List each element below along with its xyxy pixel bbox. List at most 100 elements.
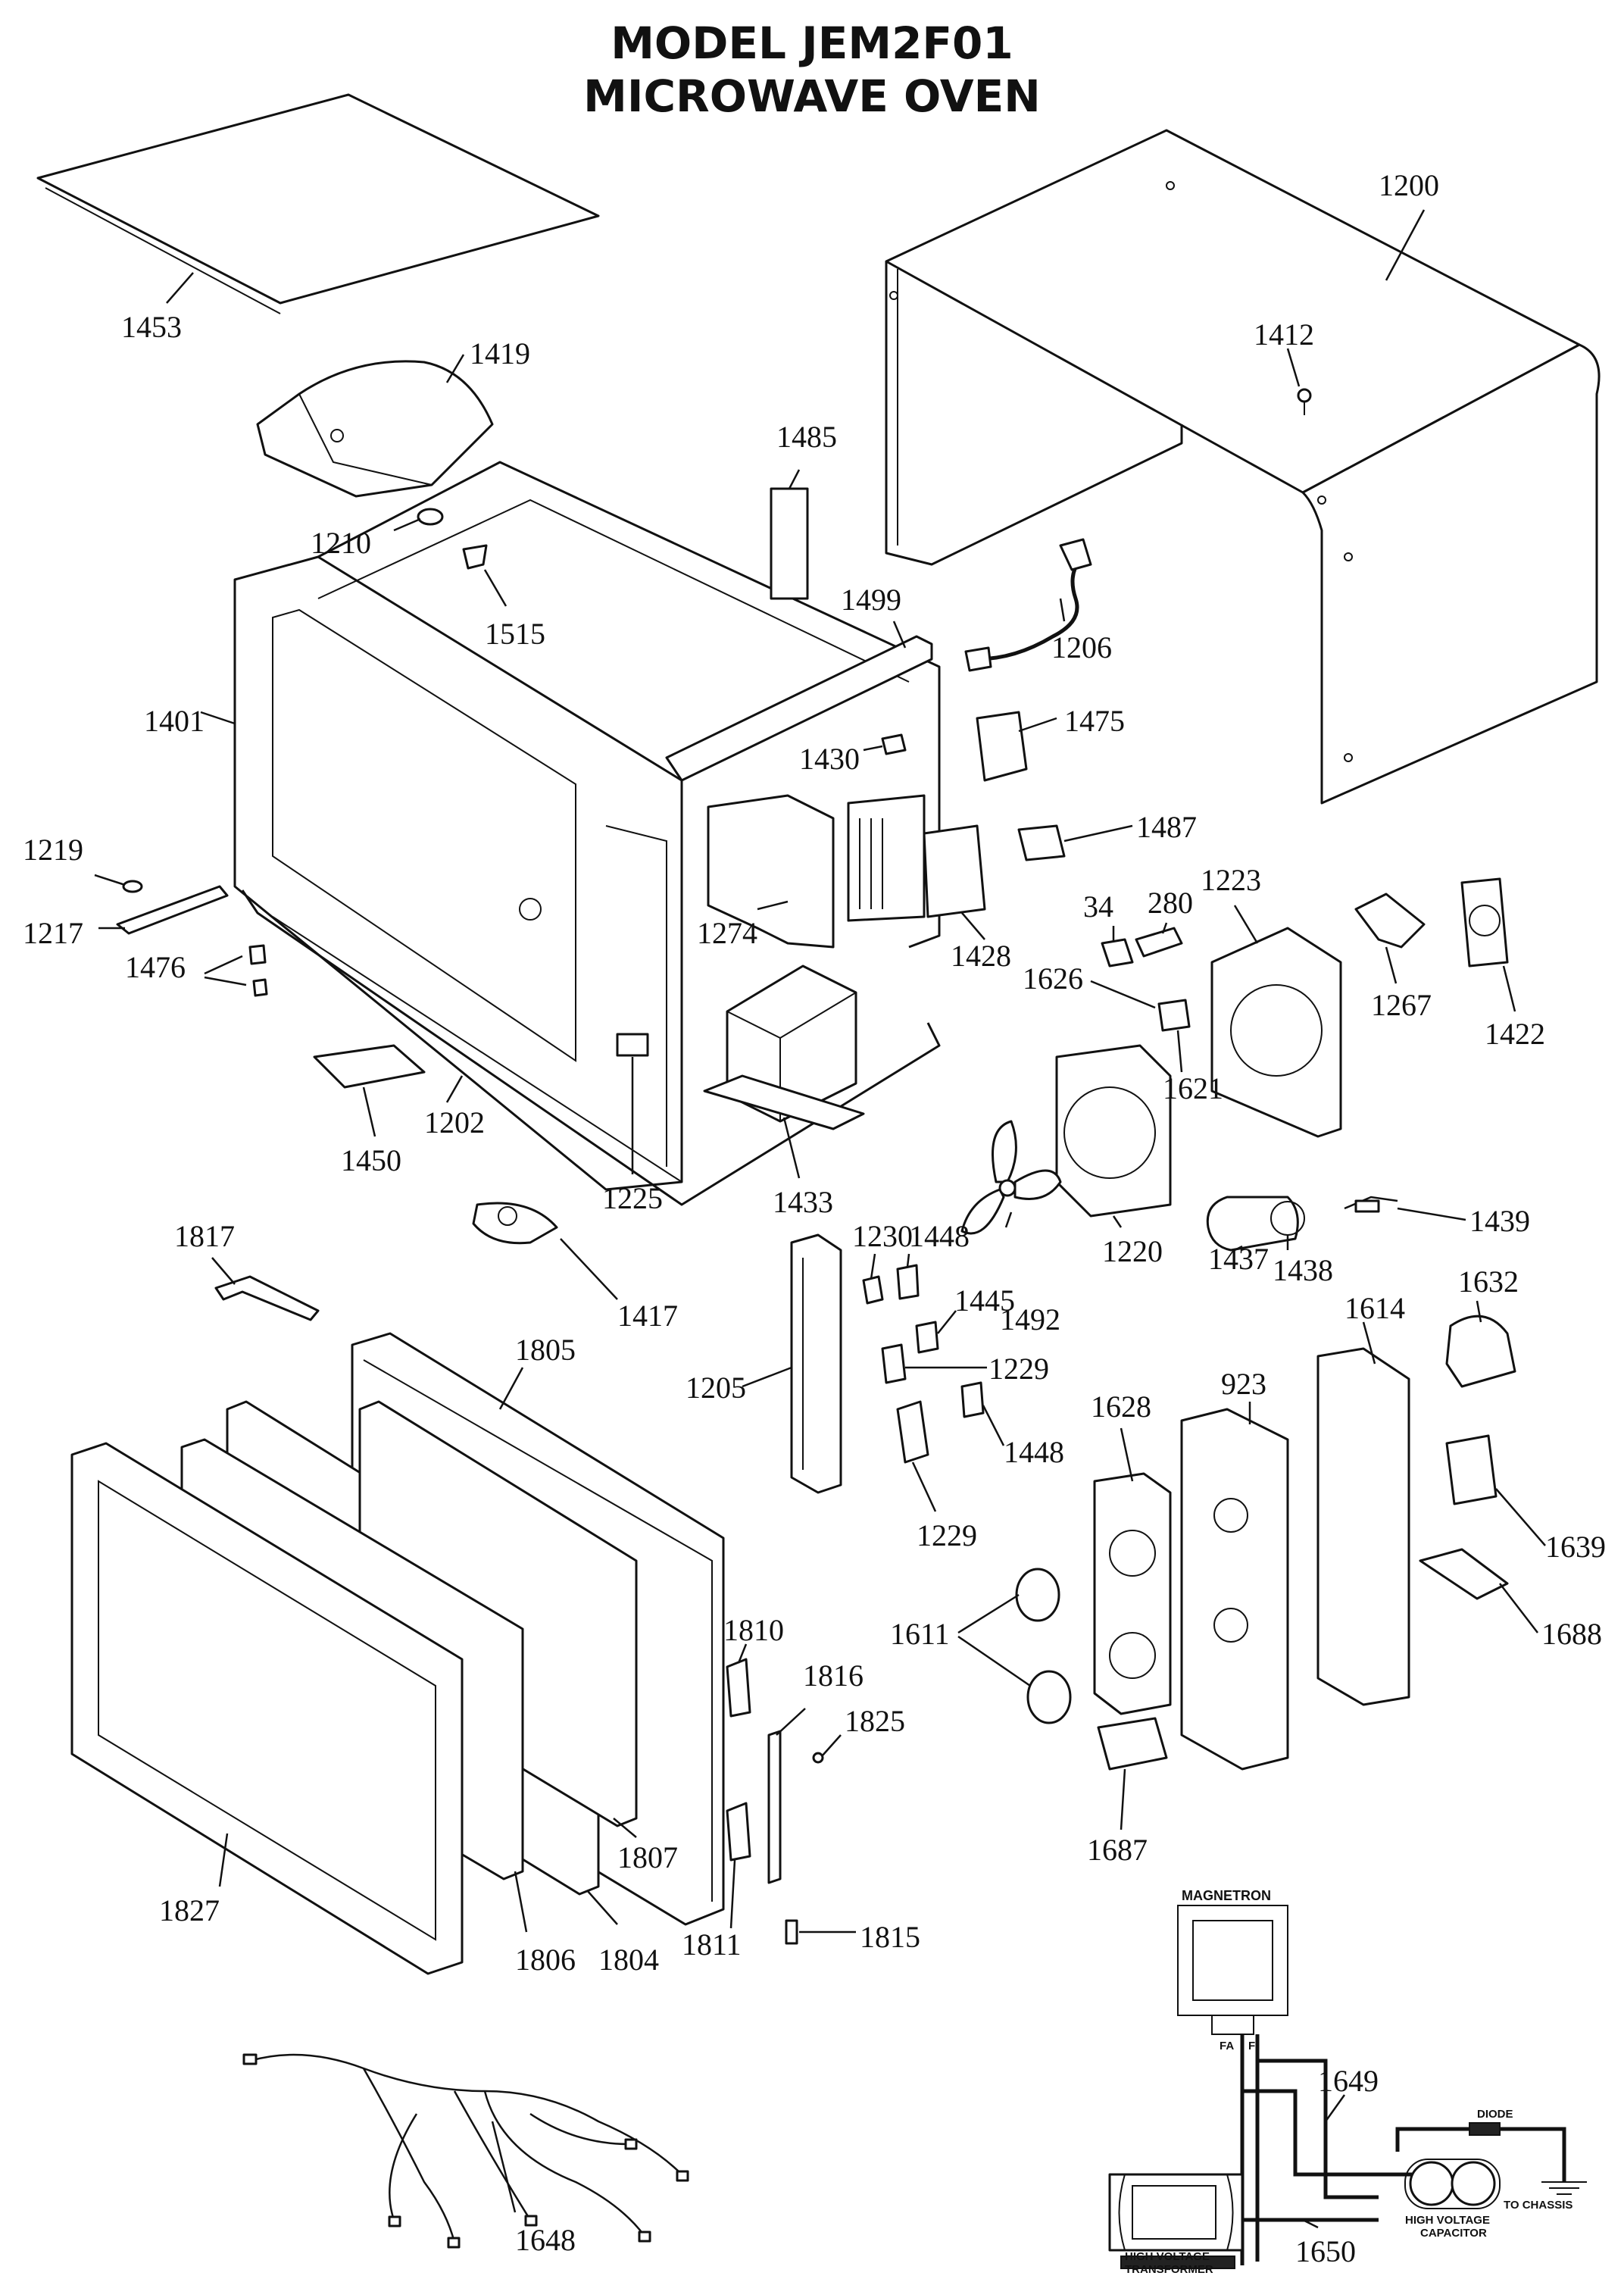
label-1805: 1805 [515, 1333, 576, 1367]
title-product: MICROWAVE OVEN [583, 70, 1041, 122]
label-1450: 1450 [341, 1143, 401, 1177]
label-1401: 1401 [144, 704, 205, 738]
label-1632: 1632 [1458, 1265, 1519, 1299]
timer-drawing [1445, 1315, 1516, 1388]
magnetron-label: MAGNETRON [1182, 1888, 1271, 1903]
control-bracket-drawing [1316, 1347, 1410, 1706]
diode-symbol [1469, 2122, 1501, 2136]
label-1223: 1223 [1201, 863, 1261, 897]
label-1614: 1614 [1344, 1291, 1405, 1325]
label-1200: 1200 [1379, 168, 1439, 202]
label-1475: 1475 [1064, 704, 1125, 738]
label-1445: 1445 [954, 1283, 1015, 1318]
door-latch-board-drawing [790, 1233, 842, 1494]
label-1430: 1430 [799, 742, 860, 776]
hv-capacitor-label-line2: CAPACITOR [1420, 2227, 1487, 2240]
label-1448-lower: 1448 [1004, 1435, 1064, 1469]
fan-blade-drawing [960, 1120, 1062, 1235]
label-1428: 1428 [951, 939, 1011, 973]
label-1219: 1219 [23, 833, 83, 867]
schematic-labels: MAGNETRON FA F DIODE TO CHASSIS HIGH VOL… [1125, 1888, 1572, 2276]
label-1487: 1487 [1136, 810, 1197, 844]
to-chassis-label: TO CHASSIS [1504, 2199, 1572, 2212]
label-1499: 1499 [841, 583, 901, 617]
knob-upper-drawing [1015, 1568, 1060, 1622]
label-1422: 1422 [1485, 1017, 1545, 1051]
door-assembly-drawing [70, 1332, 725, 1975]
label-1267: 1267 [1371, 988, 1432, 1022]
label-1229-lower: 1229 [917, 1518, 977, 1552]
control-panel-drawing [1180, 1408, 1289, 1771]
hv-capacitor-symbol [1409, 2161, 1454, 2206]
label-1433: 1433 [773, 1185, 833, 1219]
diode-label: DIODE [1477, 2108, 1513, 2121]
transformer-drawing [703, 964, 865, 1130]
magnetron-drawing [847, 794, 986, 922]
label-1419: 1419 [470, 336, 530, 370]
label-1628: 1628 [1091, 1390, 1151, 1424]
label-1217: 1217 [23, 916, 83, 950]
dial-plate-drawing [1093, 1472, 1172, 1715]
oven-cavity-drawing [233, 461, 941, 1206]
f-terminal-label: F [1248, 2040, 1255, 2052]
hv-capacitor-label-line1: HIGH VOLTAGE [1405, 2214, 1490, 2227]
hv-transformer-label-line2: TRANSFORMER [1125, 2263, 1213, 2276]
hv-transformer-label-line1: HIGH VOLTAGE [1125, 2250, 1210, 2263]
label-1816: 1816 [803, 1658, 864, 1693]
label-1648: 1648 [515, 2223, 576, 2257]
label-plate-drawing [770, 487, 809, 600]
label-1817: 1817 [174, 1219, 235, 1253]
fa-terminal-label: FA [1220, 2040, 1234, 2052]
label-1230: 1230 [852, 1219, 913, 1253]
fan-bracket-drawing [1210, 927, 1342, 1138]
label-1205: 1205 [686, 1371, 746, 1405]
label-1210: 1210 [311, 526, 371, 560]
label-1438: 1438 [1273, 1253, 1333, 1287]
label-1807: 1807 [617, 1840, 678, 1874]
label-1621: 1621 [1163, 1071, 1223, 1105]
high-voltage-schematic [1108, 1905, 1587, 2269]
label-1437: 1437 [1208, 1242, 1269, 1276]
label-1202: 1202 [424, 1105, 485, 1140]
label-1811: 1811 [682, 1927, 742, 1962]
title-model: MODEL JEM2F01 [611, 17, 1013, 69]
wire-harness-drawing [242, 2053, 689, 2249]
label-1611: 1611 [890, 1617, 950, 1651]
label-1439: 1439 [1469, 1204, 1530, 1238]
label-1220: 1220 [1102, 1234, 1163, 1268]
label-1639: 1639 [1545, 1530, 1606, 1564]
label-1626: 1626 [1023, 961, 1083, 996]
label-280: 280 [1148, 886, 1193, 920]
label-1485: 1485 [776, 420, 837, 454]
label-1806: 1806 [515, 1943, 576, 1977]
label-1448-upper: 1448 [909, 1219, 970, 1253]
label-1476: 1476 [125, 950, 186, 984]
label-1810: 1810 [723, 1613, 784, 1647]
label-1274: 1274 [697, 916, 757, 950]
label-1229-upper: 1229 [988, 1352, 1049, 1386]
label-1688: 1688 [1541, 1617, 1602, 1651]
knob-lower-drawing [1026, 1670, 1072, 1724]
part-labels: 1200 1412 1453 1419 1485 1210 1515 1499 … [23, 168, 1606, 2268]
label-1492: 1492 [1000, 1302, 1060, 1336]
label-1687: 1687 [1087, 1833, 1148, 1867]
label-923: 923 [1221, 1367, 1266, 1401]
fan-shroud-drawing [1055, 1044, 1172, 1218]
label-1650: 1650 [1295, 2234, 1356, 2268]
label-1515: 1515 [485, 617, 545, 651]
label-1825: 1825 [845, 1704, 905, 1738]
label-1412: 1412 [1254, 317, 1314, 352]
screw-drawing [1297, 388, 1312, 415]
label-34: 34 [1083, 889, 1113, 924]
outer-case-drawing [885, 129, 1601, 805]
capacitor-drawing [1206, 1196, 1305, 1252]
label-1206: 1206 [1051, 630, 1112, 664]
diagram-title: MODEL JEM2F01 MICROWAVE OVEN [0, 17, 1624, 123]
label-1225: 1225 [602, 1181, 663, 1215]
label-1804: 1804 [598, 1943, 659, 1977]
label-1417: 1417 [617, 1299, 678, 1333]
leader-lines [94, 209, 1546, 2229]
label-1453: 1453 [121, 310, 182, 344]
label-1649: 1649 [1318, 2064, 1379, 2098]
